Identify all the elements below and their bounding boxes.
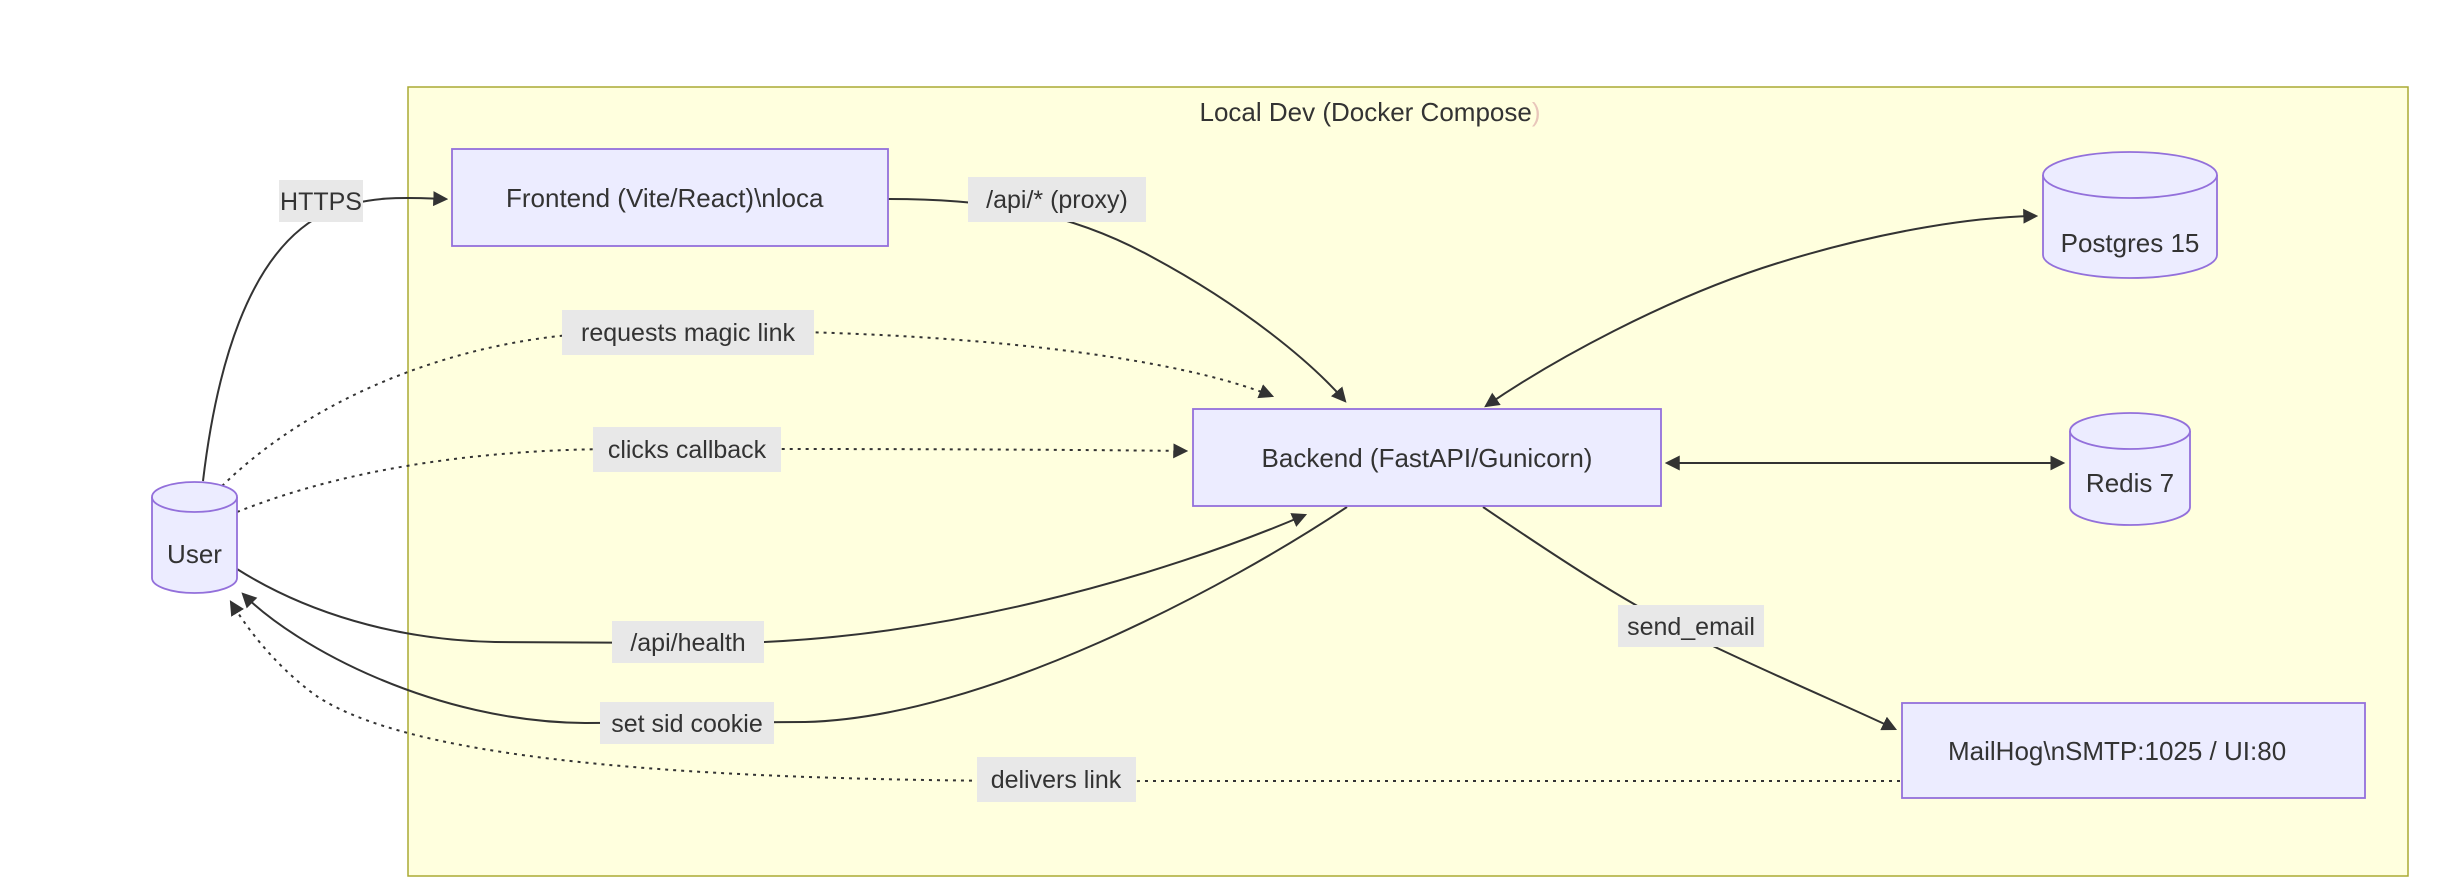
- edge-label-proxy: /api/* (proxy): [968, 177, 1146, 222]
- cluster-title: Local Dev (Docker Compose): [1199, 97, 1540, 127]
- edge-label-bg: [593, 427, 781, 472]
- node-backend: Backend (FastAPI/Gunicorn): [1192, 408, 1662, 507]
- edge-label-bg: [600, 702, 774, 744]
- frontend-label: Frontend (Vite/React)\nloca: [506, 183, 824, 213]
- edge-user-frontend-https: [202, 191, 449, 482]
- user-cylinder-top: [151, 481, 238, 513]
- edge-mailhog-user-delivers-link: [229, 600, 1900, 783]
- edge-label-bg: [612, 621, 764, 663]
- edge-label-text: set sid cookie: [611, 710, 762, 738]
- edge-label-bg: [1618, 605, 1764, 647]
- edge-label-text: requests magic link: [581, 319, 795, 347]
- edge-label-text: /api/* (proxy): [986, 186, 1128, 214]
- edge-label-text: send_email: [1627, 613, 1755, 641]
- edge-user-backend-health: [236, 513, 1308, 645]
- redis-cylinder-top: [2069, 412, 2191, 450]
- edge-backend-postgres: [1484, 208, 2039, 408]
- edge-label-cookie: set sid cookie: [600, 702, 774, 744]
- edge-label-magic-link: requests magic link: [562, 310, 814, 355]
- edge-label-bg: [562, 310, 814, 355]
- backend-box: [1192, 408, 1662, 507]
- edge-label-bg: [977, 757, 1136, 802]
- user-cylinder-body: [151, 497, 238, 594]
- edge-user-backend-magic-link: [221, 329, 1275, 487]
- edge-label-bg: [968, 177, 1146, 222]
- node-redis: Redis 7: [2069, 412, 2191, 526]
- redis-label: Redis 7: [2086, 468, 2174, 498]
- edge-label-callback: clicks callback: [593, 427, 781, 472]
- postgres-label: Postgres 15: [2061, 228, 2200, 258]
- node-frontend: Frontend (Vite/React)\nloca: [451, 148, 889, 247]
- user-label: User: [167, 539, 222, 569]
- redis-cylinder-body: [2069, 431, 2191, 526]
- edge-backend-user-cookie: [241, 506, 1348, 725]
- edge-label-bg: [279, 180, 363, 222]
- node-user: User: [151, 481, 238, 594]
- edge-label-delivers-link: delivers link: [977, 757, 1136, 802]
- frontend-box: [451, 148, 889, 247]
- edge-label-send-email: send_email: [1618, 605, 1764, 647]
- postgres-cylinder-body: [2042, 175, 2218, 279]
- edge-label-text: /api/health: [630, 629, 745, 657]
- node-postgres: Postgres 15: [2042, 151, 2218, 279]
- edge-label-health: /api/health: [612, 621, 764, 663]
- edge-label-text: clicks callback: [608, 436, 767, 464]
- cluster-title-paren: ): [1532, 97, 1541, 127]
- node-mailhog: MailHog\nSMTP:1025 / UI:80: [1901, 702, 2366, 799]
- edge-label-text: delivers link: [991, 766, 1122, 794]
- mailhog-label: MailHog\nSMTP:1025 / UI:80: [1948, 736, 2286, 766]
- edge-label-text: HTTPS: [280, 188, 362, 216]
- mailhog-box: [1901, 702, 2366, 799]
- backend-label: Backend (FastAPI/Gunicorn): [1262, 443, 1593, 473]
- edge-label-https: HTTPS: [279, 180, 363, 222]
- cluster-title-text: Local Dev (Docker Compose: [1199, 97, 1531, 127]
- postgres-cylinder-top: [2042, 151, 2218, 199]
